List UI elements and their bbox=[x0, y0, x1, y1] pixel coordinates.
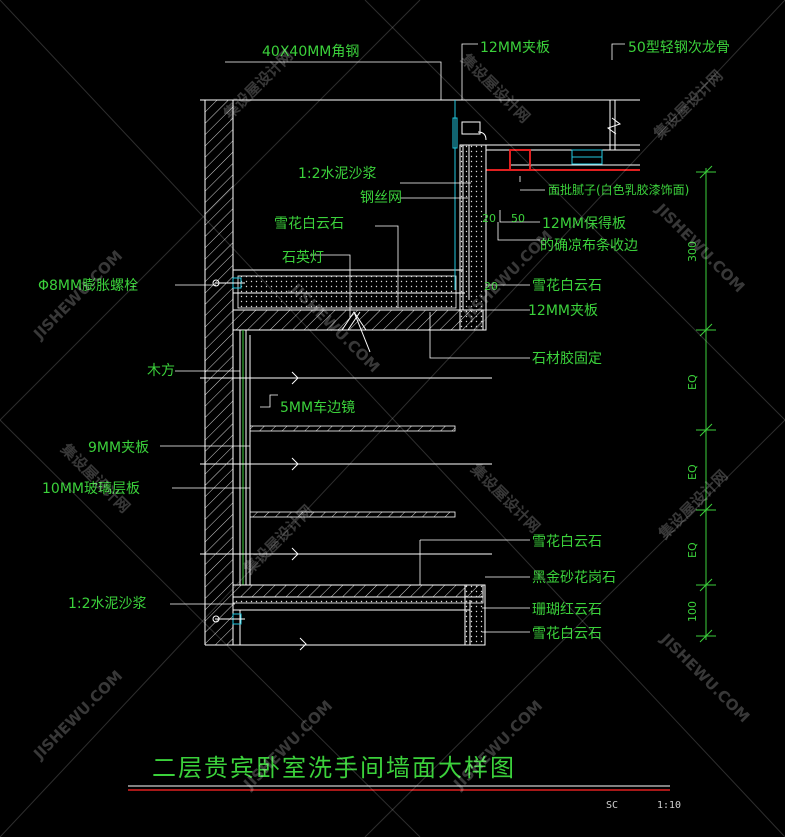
dim-20-a: 20 bbox=[482, 212, 496, 225]
label-coral-marble: 珊瑚红云石 bbox=[532, 602, 602, 618]
watermark-cn-1: 集设屋设计网 bbox=[219, 46, 296, 123]
dim-50: 50 bbox=[511, 212, 525, 225]
label-ceiling-finish: 面批腻子(白色乳胶漆饰面) bbox=[548, 182, 689, 197]
label-plywood-12-top: 12MM夹板 bbox=[480, 40, 550, 56]
label-cement-mortar-bottom: 1:2水泥沙浆 bbox=[68, 596, 147, 612]
label-mirror-5mm: 5MM车边镜 bbox=[280, 399, 355, 416]
mirror-zone bbox=[200, 330, 492, 585]
dimension-chain bbox=[696, 165, 716, 643]
label-glass-shelf: 10MM玻璃层板 bbox=[42, 480, 140, 497]
label-snow-marble-top: 雪花白云石 bbox=[274, 216, 344, 232]
expansion-bolt-upper bbox=[212, 277, 245, 289]
watermark-en-5: JISHEWU.COM bbox=[29, 667, 126, 764]
dim-300: 300 bbox=[686, 241, 699, 262]
watermark-cn-3: 集设屋设计网 bbox=[649, 66, 726, 143]
label-light-keel: 50型轻钢次龙骨 bbox=[628, 40, 730, 56]
watermark-cn-2: 集设屋设计网 bbox=[456, 49, 533, 126]
watermark-en-4: JISHEWU.COM bbox=[651, 199, 748, 296]
label-angle-steel: 40X40MM角钢 bbox=[262, 44, 359, 60]
dim-eq-1: EQ bbox=[686, 374, 699, 390]
label-plywood-9: 9MM夹板 bbox=[88, 440, 149, 456]
label-wood-batten: 木方 bbox=[147, 363, 175, 379]
leader-lines bbox=[160, 43, 625, 633]
drawing-title: 二层贵宾卧室洗手间墙面大样图 bbox=[152, 754, 516, 782]
expansion-bolt-lower bbox=[212, 613, 245, 625]
label-snow-marble-low: 雪花白云石 bbox=[532, 534, 602, 550]
label-wire-mesh: 钢丝网 bbox=[360, 190, 402, 206]
label-edge-strip: 的确凉布条收边 bbox=[540, 237, 638, 254]
label-expansion-bolt: Φ8MM膨胀螺栓 bbox=[38, 277, 138, 294]
label-snow-marble-mid: 雪花白云石 bbox=[532, 278, 602, 294]
ceiling-section bbox=[485, 100, 640, 330]
label-stone-glue: 石材胶固定 bbox=[532, 350, 602, 367]
dim-eq-2: EQ bbox=[686, 464, 699, 480]
watermark-cn-5: 集设屋设计网 bbox=[466, 459, 543, 536]
vanity-counter bbox=[232, 584, 486, 651]
dim-eq-3: EQ bbox=[686, 542, 699, 558]
label-cement-mortar-top: 1:2水泥沙浆 bbox=[298, 166, 377, 182]
label-quartz-lamp: 石英灯 bbox=[282, 249, 324, 266]
quartz-lamp bbox=[341, 311, 371, 353]
dim-20-b: 20 bbox=[484, 280, 498, 293]
watermark-en-1: JISHEWU.COM bbox=[29, 247, 126, 344]
label-plywood-12-mid: 12MM夹板 bbox=[528, 303, 598, 319]
label-board-12: 12MM保得板 bbox=[542, 215, 626, 232]
dim-100: 100 bbox=[686, 601, 699, 622]
upper-marble-box bbox=[232, 100, 487, 331]
watermark-en-8: JISHEWU.COM bbox=[656, 629, 753, 726]
label-snow-marble-bottom: 雪花白云石 bbox=[532, 626, 602, 642]
scale-code: SC bbox=[606, 800, 618, 811]
scale-ratio: 1:10 bbox=[657, 800, 681, 811]
label-black-granite: 黑金砂花岗石 bbox=[532, 570, 616, 586]
